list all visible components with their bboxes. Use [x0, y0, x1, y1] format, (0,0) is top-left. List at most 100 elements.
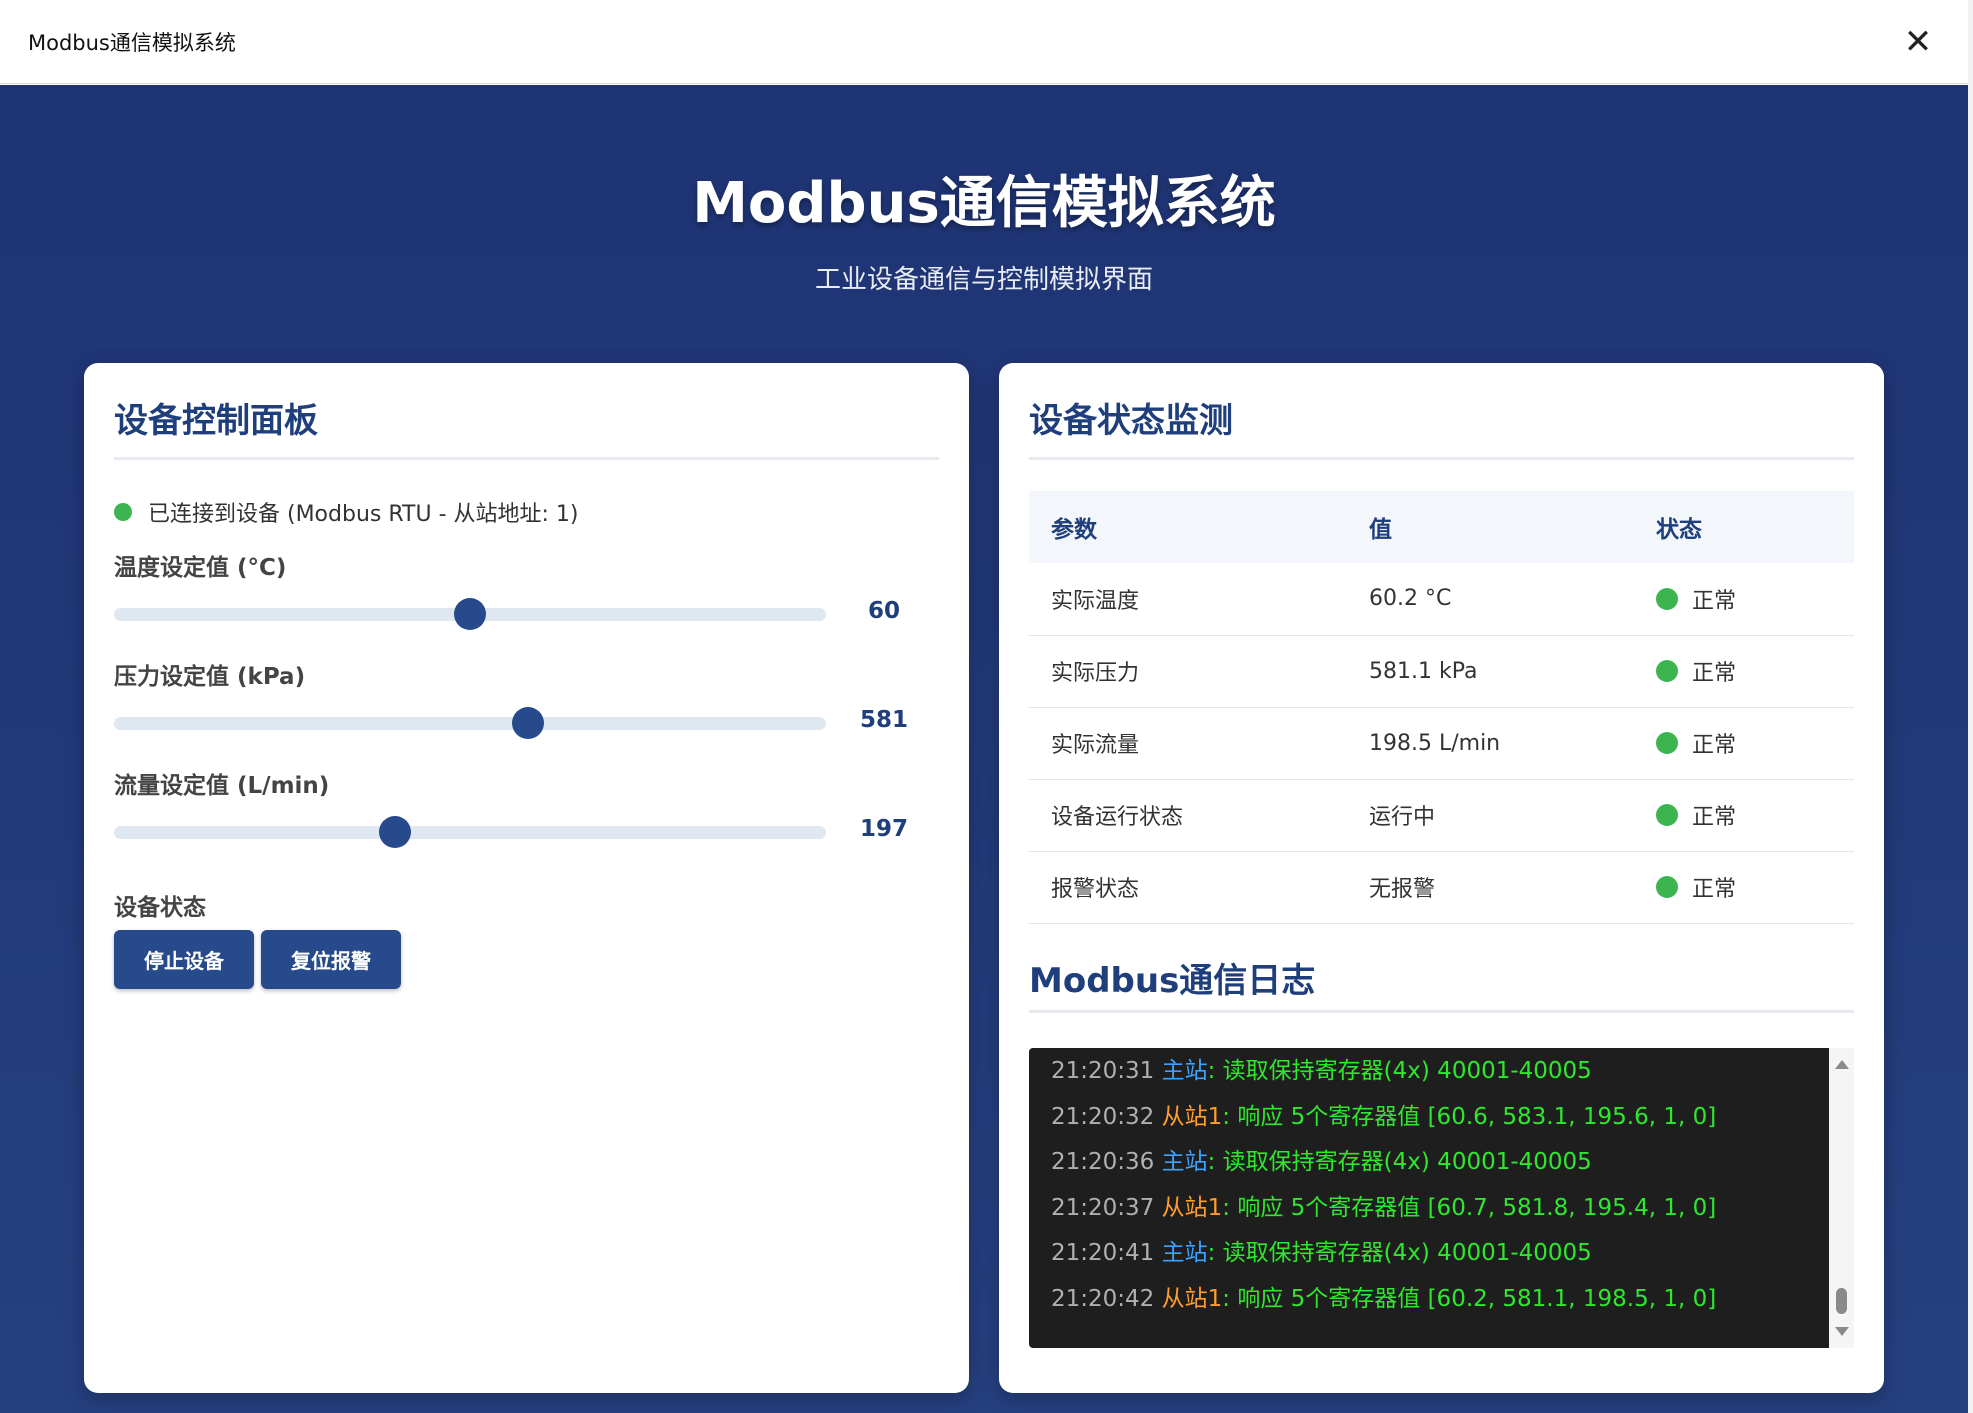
control-panel-card: 设备控制面板 已连接到设备 (Modbus RTU - 从站地址: 1) 温度设… [84, 363, 969, 1393]
param-cell: 实际温度 [1029, 563, 1347, 636]
temperature-label: 温度设定值 (°C) [114, 555, 287, 581]
device-status-label: 设备状态 [114, 895, 206, 921]
log-time: 21:20:42 [1051, 1285, 1155, 1312]
log-source: 主站 [1161, 1149, 1208, 1176]
param-cell: 报警状态 [1029, 851, 1347, 924]
flow-value: 197 [859, 816, 908, 842]
column-header-param: 参数 [1029, 491, 1347, 563]
status-text: 正常 [1692, 805, 1737, 830]
log-message: : 响应 5个寄存器值 [60.2, 581.1, 198.5, 1, 0] [1222, 1285, 1717, 1312]
status-table: 参数 值 状态 实际温度 60.2 °C 正常 实际压力 581.1 kPa 正… [1029, 491, 1854, 924]
temperature-setpoint: 温度设定值 (°C) 60 [114, 548, 939, 634]
status-ok-icon [1656, 732, 1678, 754]
slider-track[interactable] [114, 826, 826, 839]
log-message: : 响应 5个寄存器值 [60.7, 581.8, 195.4, 1, 0] [1222, 1194, 1717, 1221]
log-console[interactable]: 21:20:31 主站: 读取保持寄存器(4x) 40001-40005 21:… [1029, 1048, 1829, 1348]
log-message: : 响应 5个寄存器值 [60.6, 583.1, 195.6, 1, 0] [1222, 1103, 1717, 1130]
table-row: 实际温度 60.2 °C 正常 [1029, 563, 1854, 636]
pressure-slider-handle[interactable] [511, 707, 544, 739]
monitor-title: 设备状态监测 [1029, 393, 1854, 460]
reset-alarm-button[interactable]: 复位报警 [261, 930, 401, 989]
value-cell: 运行中 [1347, 779, 1634, 852]
scroll-down-icon[interactable] [1835, 1327, 1849, 1336]
slider-track[interactable] [114, 717, 826, 730]
status-cell: 正常 [1656, 583, 1854, 615]
pressure-label: 压力设定值 (kPa) [114, 664, 306, 690]
pressure-value: 581 [859, 707, 908, 733]
scrollbar-thumb[interactable] [1836, 1288, 1847, 1314]
log-entry: 21:20:31 主站: 读取保持寄存器(4x) 40001-40005 [1051, 1052, 1807, 1098]
close-icon[interactable]: ✕ [1903, 21, 1933, 62]
status-ok-icon [1656, 804, 1678, 826]
log-panel: 21:20:31 主站: 读取保持寄存器(4x) 40001-40005 21:… [1029, 1048, 1854, 1348]
status-text: 正常 [1692, 661, 1737, 686]
log-time: 21:20:37 [1051, 1194, 1155, 1221]
param-cell: 设备运行状态 [1029, 779, 1347, 852]
column-header-value: 值 [1347, 491, 1634, 563]
app-background: Modbus通信模拟系统 工业设备通信与控制模拟界面 设备控制面板 已连接到设备… [0, 85, 1968, 1413]
log-time: 21:20:32 [1051, 1103, 1155, 1130]
value-cell: 581.1 kPa [1347, 635, 1634, 708]
temperature-slider[interactable]: 60 [114, 594, 939, 634]
status-ok-icon [1656, 587, 1678, 610]
log-time: 21:20:36 [1051, 1149, 1155, 1176]
param-cell: 实际流量 [1029, 707, 1347, 780]
stop-device-button[interactable]: 停止设备 [114, 930, 254, 989]
window-edge [1968, 0, 1973, 1413]
column-header-status: 状态 [1634, 491, 1854, 563]
log-time: 21:20:41 [1051, 1240, 1155, 1267]
log-entry: 21:20:32 从站1: 响应 5个寄存器值 [60.6, 583.1, 19… [1051, 1098, 1807, 1144]
status-cell: 正常 [1656, 727, 1854, 759]
temperature-value: 60 [867, 598, 900, 624]
scroll-up-icon[interactable] [1835, 1060, 1849, 1069]
window-title: Modbus通信模拟系统 [28, 30, 236, 55]
log-source: 从站1 [1161, 1194, 1223, 1221]
status-ok-icon [1656, 876, 1678, 898]
log-message: : 读取保持寄存器(4x) 40001-40005 [1207, 1240, 1592, 1267]
status-cell: 正常 [1656, 655, 1854, 687]
status-cell: 正常 [1656, 799, 1854, 831]
table-row: 报警状态 无报警 正常 [1029, 851, 1854, 924]
status-ok-icon [1656, 660, 1678, 682]
value-cell: 198.5 L/min [1347, 707, 1634, 780]
log-message: : 读取保持寄存器(4x) 40001-40005 [1207, 1149, 1592, 1176]
log-entry: 21:20:42 从站1: 响应 5个寄存器值 [60.2, 581.1, 19… [1051, 1280, 1807, 1326]
status-text: 正常 [1692, 588, 1737, 614]
log-title: Modbus通信日志 [1029, 953, 1854, 1013]
page-subtitle: 工业设备通信与控制模拟界面 [814, 265, 1153, 295]
log-time: 21:20:31 [1051, 1058, 1155, 1084]
temperature-slider-handle[interactable] [454, 598, 486, 630]
table-header-row: 参数 值 状态 [1029, 491, 1854, 563]
flow-setpoint: 流量设定值 (L/min) 197 [114, 766, 939, 852]
log-source: 主站 [1161, 1058, 1208, 1084]
log-entry: 21:20:36 主站: 读取保持寄存器(4x) 40001-40005 [1051, 1143, 1807, 1189]
connection-status: 已连接到设备 (Modbus RTU - 从站地址: 1) [114, 496, 578, 528]
value-cell: 无报警 [1347, 851, 1634, 924]
window-titlebar: Modbus通信模拟系统 ✕ [0, 0, 1968, 84]
page-header: Modbus通信模拟系统 工业设备通信与控制模拟界面 [0, 85, 1968, 296]
table-row: 设备运行状态 运行中 正常 [1029, 779, 1854, 852]
value-cell: 60.2 °C [1347, 563, 1634, 636]
status-text: 正常 [1692, 877, 1737, 902]
status-text: 正常 [1692, 733, 1737, 758]
status-cell: 正常 [1656, 871, 1854, 903]
log-entry: 21:20:41 主站: 读取保持寄存器(4x) 40001-40005 [1051, 1234, 1807, 1280]
table-row: 实际流量 198.5 L/min 正常 [1029, 707, 1854, 780]
pressure-slider[interactable]: 581 [114, 703, 939, 743]
device-actions: 停止设备 复位报警 [114, 930, 401, 989]
connection-text: 已连接到设备 (Modbus RTU - 从站地址: 1) [148, 502, 579, 527]
log-message: : 读取保持寄存器(4x) 40001-40005 [1207, 1058, 1592, 1084]
monitor-card: 设备状态监测 参数 值 状态 实际温度 60.2 °C 正常 实际压力 581.… [999, 363, 1884, 1393]
flow-slider[interactable]: 197 [114, 812, 939, 852]
flow-label: 流量设定值 (L/min) [114, 773, 330, 799]
log-source: 从站1 [1161, 1103, 1223, 1130]
table-row: 实际压力 581.1 kPa 正常 [1029, 635, 1854, 708]
connection-indicator-icon [114, 503, 132, 521]
control-panel-title: 设备控制面板 [114, 393, 939, 460]
log-source: 主站 [1161, 1240, 1208, 1267]
log-source: 从站1 [1161, 1285, 1223, 1312]
page-title: Modbus通信模拟系统 [692, 171, 1276, 236]
log-scrollbar[interactable] [1829, 1048, 1854, 1348]
flow-slider-handle[interactable] [378, 816, 411, 848]
pressure-setpoint: 压力设定值 (kPa) 581 [114, 657, 939, 743]
